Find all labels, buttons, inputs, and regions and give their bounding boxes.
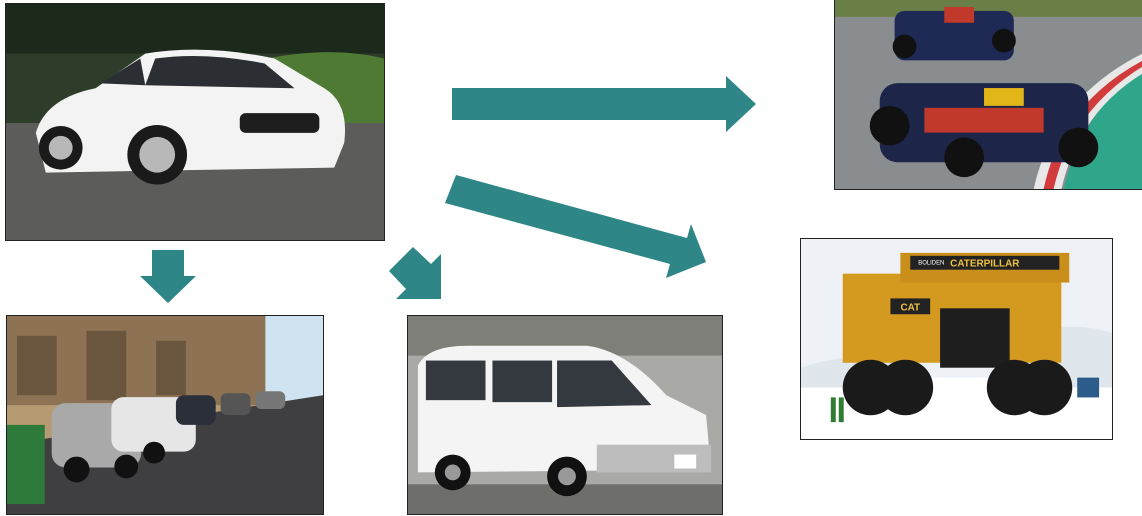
arrow-to-van	[389, 247, 441, 299]
arrow-to-mining-truck	[445, 175, 706, 278]
arrow-to-f1	[452, 76, 756, 132]
arrow-to-smart-cars	[140, 250, 196, 303]
